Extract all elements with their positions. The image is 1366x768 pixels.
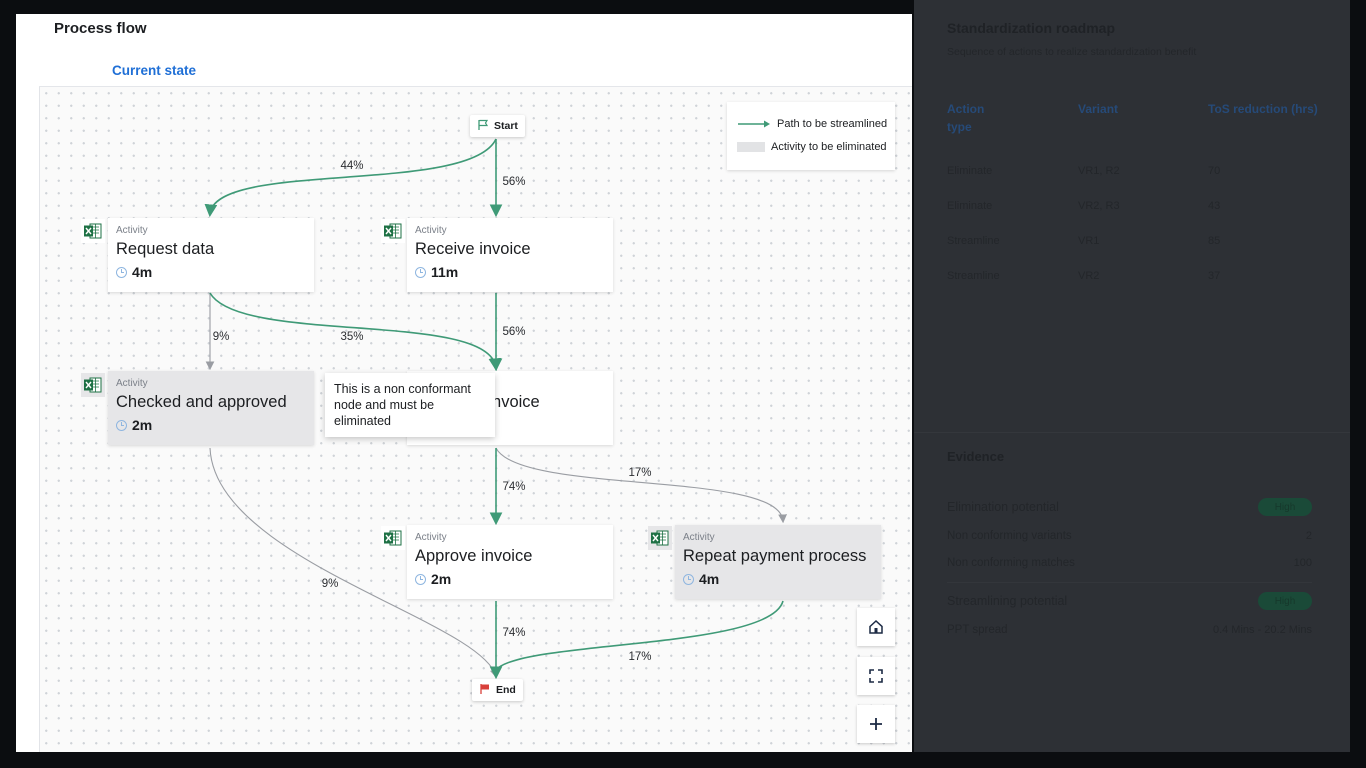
streamlining-label: Streamlining potential [947, 594, 1068, 608]
home-button[interactable] [857, 608, 895, 646]
clock-icon [415, 266, 426, 278]
flow-edges [204, 138, 787, 680]
edge-start-request [204, 138, 497, 218]
excel-icon [381, 219, 405, 243]
nc-variants-value: 2 [1305, 530, 1312, 542]
edge-label: 17% [628, 651, 652, 663]
edge-request-received [209, 292, 502, 372]
end-label: End [496, 684, 516, 696]
node-label: Checked and approved [116, 393, 287, 411]
standardization-panel: Standardization roadmap Sequence of acti… [914, 0, 1350, 752]
start-label: Start [494, 120, 518, 132]
table-cell: Eliminate [947, 165, 993, 177]
edge-label: 56% [502, 176, 526, 188]
node-label: Repeat payment process [683, 547, 867, 565]
node-type: Activity [415, 225, 447, 236]
node-type: Activity [683, 532, 715, 543]
nc-matches-value: 100 [1293, 557, 1312, 569]
edge-checked-end [209, 447, 499, 679]
fullscreen-icon [869, 669, 883, 683]
clock-icon [683, 573, 694, 585]
legend: Path to be streamlined Activity to be el… [727, 102, 895, 170]
node-duration: 4m [683, 571, 719, 587]
edge-label: 9% [212, 331, 230, 343]
node-request-data[interactable]: Activity Request data 4m [108, 218, 314, 292]
node-repeat-payment[interactable]: Activity Repeat payment process 4m [675, 525, 881, 599]
node-duration: 4m [116, 264, 152, 280]
row-divider [947, 582, 1312, 583]
clock-icon [415, 573, 426, 585]
elimination-label: Elimination potential [947, 500, 1059, 514]
legend-streamlined: Path to be streamlined [737, 118, 887, 130]
nc-matches-label: Non conforming matches [947, 557, 1075, 569]
table-cell: VR2 [1078, 270, 1100, 282]
tab-divider [39, 86, 912, 87]
node-approve-invoice[interactable]: Activity Approve invoice 2m [407, 525, 613, 599]
ppt-label: PPT spread [947, 624, 1008, 636]
end-node[interactable]: End [472, 679, 523, 701]
flag-icon [477, 119, 489, 134]
excel-icon [381, 526, 405, 550]
col-header-variant: Variant [1078, 102, 1119, 116]
node-label: Receive invoice [415, 240, 531, 258]
roadmap-title: Standardization roadmap [947, 20, 1116, 36]
col-header-tos: ToS reduction (hrs) [1208, 102, 1318, 116]
table-cell: VR2, R3 [1078, 200, 1120, 212]
edge-label: 74% [502, 481, 526, 493]
non-conformant-tooltip: This is a non conformant node and must b… [325, 373, 495, 437]
node-type: Activity [415, 532, 447, 543]
edge-label: 35% [340, 331, 364, 343]
table-cell: 43 [1208, 200, 1221, 212]
node-type: Activity [116, 225, 148, 236]
zoom-in-button[interactable] [857, 705, 895, 743]
legend-eliminated: Activity to be eliminated [737, 141, 887, 153]
node-duration: 11m [415, 264, 458, 280]
node-label: Approve invoice [415, 547, 533, 565]
table-cell: Streamline [947, 235, 1000, 247]
evidence-title: Evidence [947, 449, 1005, 464]
plus-icon [870, 718, 882, 730]
node-duration: 2m [415, 571, 451, 587]
table-cell: Streamline [947, 270, 1000, 282]
excel-icon [648, 526, 672, 550]
edge-received-repeat [495, 447, 787, 524]
table-cell: Eliminate [947, 200, 993, 212]
nc-variants-label: Non conforming variants [947, 530, 1072, 542]
excel-icon [81, 373, 105, 397]
red-flag-icon [479, 683, 491, 698]
excel-icon [81, 219, 105, 243]
node-duration: 2m [116, 417, 152, 433]
edge-label: 17% [628, 467, 652, 479]
streamlining-badge: High [1258, 592, 1312, 610]
home-icon [869, 619, 883, 634]
roadmap-subtitle: Sequence of actions to realize standardi… [947, 46, 1197, 58]
edge-repeat-end [495, 600, 784, 671]
clock-icon [116, 419, 127, 431]
edge-label: 56% [502, 326, 526, 338]
node-receive-invoice[interactable]: Activity Receive invoice 11m [407, 218, 613, 292]
start-node[interactable]: Start [470, 115, 525, 137]
table-cell: 85 [1208, 235, 1221, 247]
clock-icon [116, 266, 127, 278]
gray-swatch [737, 142, 765, 152]
table-cell: VR1, R2 [1078, 165, 1120, 177]
node-checked-approved[interactable]: Activity Checked and approved 2m [108, 371, 314, 445]
table-cell: 70 [1208, 165, 1221, 177]
table-cell: VR1 [1078, 235, 1100, 247]
section-divider [914, 432, 1350, 433]
fullscreen-button[interactable] [857, 657, 895, 695]
edge-label: 9% [321, 578, 339, 590]
col-header-action: Action type [947, 102, 985, 134]
ppt-value: 0.4 Mins - 20.2 Mins [1212, 624, 1312, 636]
node-type: Activity [116, 378, 148, 389]
arrow-right-icon [738, 120, 770, 128]
elimination-badge: High [1258, 498, 1312, 516]
node-label: Request data [116, 240, 215, 258]
edge-label: 44% [340, 160, 364, 172]
panel-title: Process flow [54, 20, 147, 37]
edge-label: 74% [502, 627, 526, 639]
table-cell: 37 [1208, 270, 1221, 282]
